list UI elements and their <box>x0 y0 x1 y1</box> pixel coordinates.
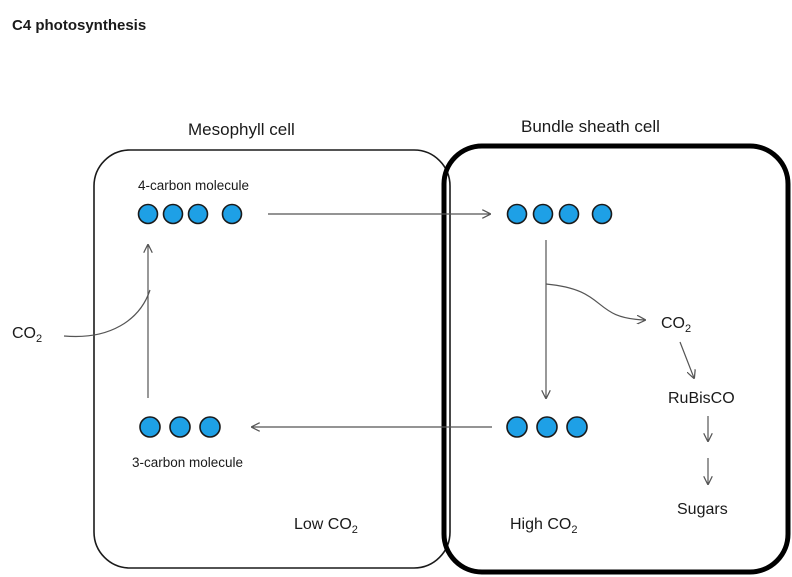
sugars-label: Sugars <box>677 501 728 518</box>
carbon-atom <box>221 203 243 225</box>
mesophyll-three-carbon-molecule <box>139 416 221 438</box>
carbon-atom <box>137 203 159 225</box>
sheath-four-carbon-molecule <box>506 203 613 225</box>
four-carbon-molecule-label: 4-carbon molecule <box>138 178 249 193</box>
released-co2-label: CO2 <box>661 315 691 335</box>
sheath-three-carbon-molecule <box>506 416 588 438</box>
three-carbon-molecule-label: 3-carbon molecule <box>132 455 243 470</box>
carbon-atom <box>199 416 221 438</box>
carbon-atom <box>536 416 558 438</box>
co2-fixation-curve <box>63 289 151 338</box>
co2-release-arrow <box>545 283 645 320</box>
high-co2-label: High CO2 <box>510 516 577 536</box>
carbon-atom <box>532 203 554 225</box>
carbon-atom <box>169 416 191 438</box>
carbon-atom <box>162 203 184 225</box>
rubisco-label: RuBisCO <box>668 390 735 407</box>
carbon-atom <box>558 203 580 225</box>
carbon-atom <box>139 416 161 438</box>
bundle-sheath-cell <box>441 143 791 575</box>
carbon-atom <box>506 203 528 225</box>
carbon-atom <box>566 416 588 438</box>
carbon-atom <box>187 203 209 225</box>
carbon-atom <box>506 416 528 438</box>
mesophyll-cell-label: Mesophyll cell <box>188 120 295 139</box>
co2-to-rubisco-arrow <box>679 341 694 378</box>
mesophyll-cell <box>93 149 451 569</box>
diagram-title: C4 photosynthesis <box>12 17 146 34</box>
external-co2-label: CO2 <box>12 325 42 345</box>
carbon-atom <box>591 203 613 225</box>
mesophyll-four-carbon-molecule <box>137 203 243 225</box>
bundle-sheath-cell-label: Bundle sheath cell <box>521 117 660 136</box>
low-co2-label: Low CO2 <box>294 516 358 536</box>
